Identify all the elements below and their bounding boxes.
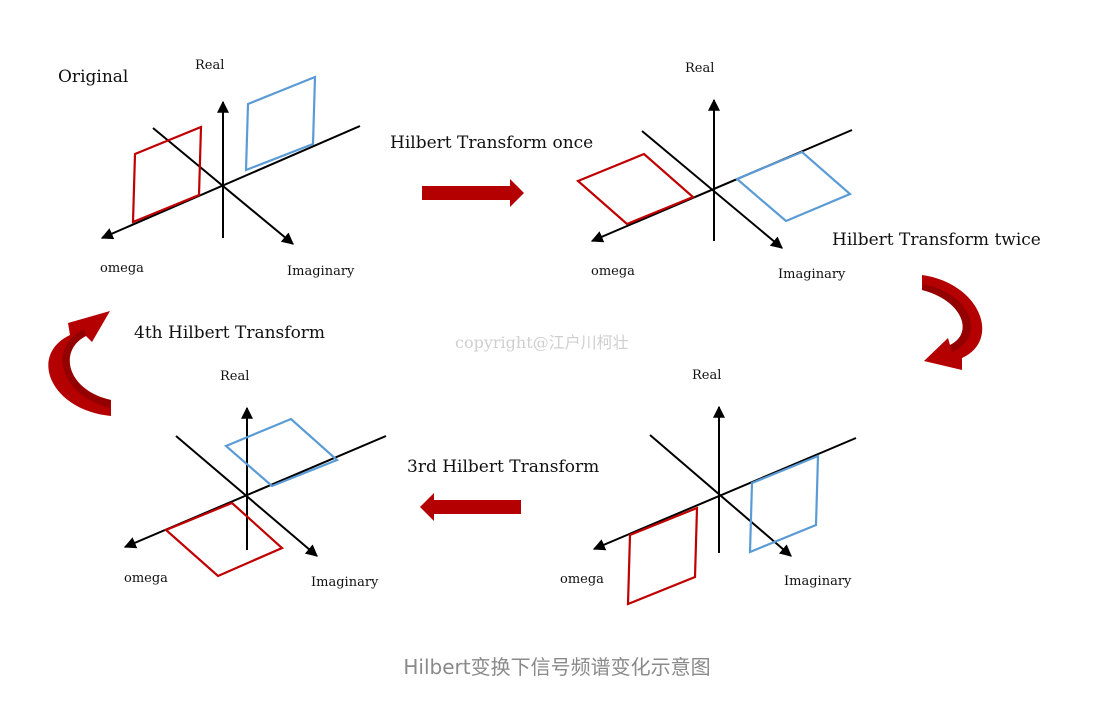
real-label: Real [692, 368, 721, 383]
positive-spectrum [244, 75, 317, 172]
imaginary-axis [649, 434, 792, 557]
watermark: copyright@江户川柯壮 [455, 333, 629, 352]
panel-third: Real omega Imaginary [123, 369, 387, 590]
real-label: Real [220, 369, 249, 384]
imaginary-axis [152, 127, 294, 245]
omega-label: omega [124, 571, 168, 586]
omega-axis [100, 125, 361, 240]
step2-label: Hilbert Transform twice [832, 230, 1041, 250]
omega-axis [592, 437, 857, 551]
positive-spectrum [223, 417, 340, 488]
positive-spectrum [734, 150, 853, 223]
negative-spectrum [575, 152, 696, 226]
panel-once: Real omega Imaginary [575, 61, 853, 282]
imaginary-axis [175, 435, 318, 557]
panel-original: Original Real omega Imaginary [58, 58, 361, 279]
omega-axis [590, 129, 853, 243]
step1-label: Hilbert Transform once [390, 133, 593, 153]
panel-twice: Real omega Imaginary [560, 368, 857, 606]
arrow-step2: Hilbert Transform twice [832, 230, 1041, 370]
omega-label: omega [560, 572, 604, 587]
omega-axis [123, 435, 387, 549]
omega-label: omega [591, 264, 635, 279]
negative-spectrum [626, 506, 699, 606]
figure-caption: Hilbert变换下信号频谱变化示意图 [403, 655, 710, 679]
positive-spectrum [748, 454, 820, 554]
imaginary-axis [641, 130, 783, 249]
negative-spectrum [131, 125, 203, 224]
imaginary-label: Imaginary [778, 267, 846, 282]
real-label: Real [195, 58, 224, 73]
negative-spectrum [163, 501, 285, 578]
imaginary-label: Imaginary [784, 574, 852, 589]
imaginary-label: Imaginary [287, 264, 355, 279]
imaginary-label: Imaginary [311, 575, 379, 590]
step4-label: 4th Hilbert Transform [134, 323, 325, 343]
step3-label: 3rd Hilbert Transform [407, 457, 599, 477]
real-label: Real [685, 61, 714, 76]
arrow-step4: 4th Hilbert Transform [48, 311, 325, 416]
arrow-step3: 3rd Hilbert Transform [407, 457, 599, 521]
arrow-step1: Hilbert Transform once [390, 133, 593, 207]
original-label: Original [58, 67, 128, 87]
omega-label: omega [100, 261, 144, 276]
